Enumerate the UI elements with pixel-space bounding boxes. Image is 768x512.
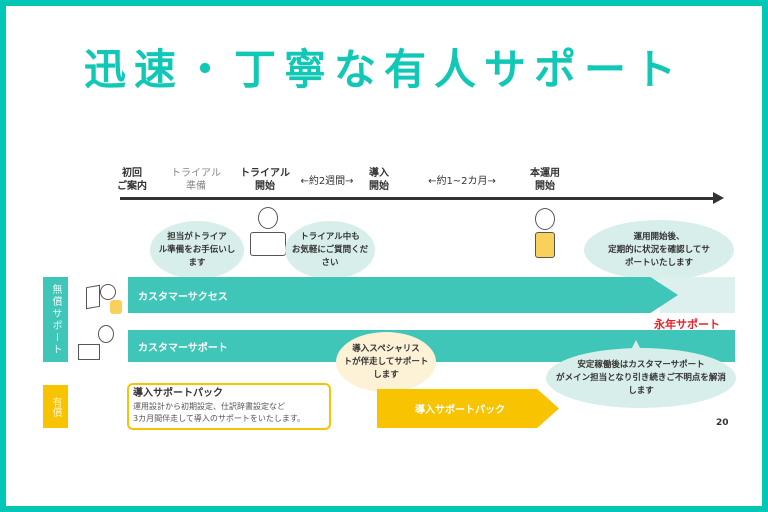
staff-body-icon <box>110 300 122 314</box>
bubble-text: トライアル中も お気軽にご質問くだ さい <box>291 231 369 268</box>
staff-illustration-icon <box>100 284 116 300</box>
timeline-first-guidance: 初回ご案内 <box>117 167 147 193</box>
bubble-stable: 安定稼働後はカスタマーサポート がメイン担当となり引き続きご不明点を解消 します <box>546 340 736 408</box>
timeline-duration-2weeks: ←約2週間→ <box>300 176 354 187</box>
bubble-text: 運用開始後、 定期的に状況を確認してサ ポートいたします <box>608 231 710 268</box>
bubble-text: 安定稼働後はカスタマーサポート がメイン担当となり引き続きご不明点を解消 します <box>556 359 726 396</box>
page-title: 迅速・丁寧な有人サポート <box>83 45 684 94</box>
customer-success-bar: カスタマーサクセス <box>128 277 678 313</box>
forever-support-label: 永年サポート <box>654 318 720 331</box>
timeline-arrowhead <box>713 192 724 204</box>
laptop-icon <box>78 344 100 360</box>
paid-support-label: 有償 <box>43 385 68 428</box>
monitor-icon <box>86 284 100 310</box>
free-support-label: 無償サポート <box>43 277 68 362</box>
label-line: 準備 <box>186 181 206 192</box>
label-line: ご案内 <box>117 181 147 192</box>
bubble-trial-prep: 担当がトライア ル準備をお手伝いし ます <box>150 221 244 287</box>
label-line: 開始 <box>255 181 275 192</box>
onboarding-pack-bar: 導入サポートパック <box>377 389 559 428</box>
bubble-text: 担当がトライア ル準備をお手伝いし ます <box>158 231 236 268</box>
page-number: 20 <box>716 418 729 428</box>
pack-line: 運用設計から初期設定、仕訳辞書設定など <box>133 402 285 411</box>
bubble-specialist: 導入スペシャリス トが伴走してサポート します <box>336 332 436 401</box>
timeline-production-start: 本運用開始 <box>530 167 560 193</box>
label-line: トライアル <box>240 168 290 179</box>
label-line: トライアル <box>171 168 221 179</box>
bubble-trial-mid: トライアル中も お気軽にご質問くだ さい <box>285 221 375 287</box>
bar-label: カスタマーサクセス <box>138 291 228 303</box>
timeline-onboarding-start: 導入開始 <box>369 167 389 193</box>
pack-heading: 導入サポートパック <box>133 388 223 399</box>
timeline-trial-prep: トライアル準備 <box>171 167 221 193</box>
staff-illustration-icon <box>535 208 555 230</box>
pack-line: 3カ月間伴走して導入のサポートをいたします。 <box>133 414 306 423</box>
label-line: 導入 <box>369 168 389 179</box>
label-line: 開始 <box>535 181 555 192</box>
timeline-trial-start: トライアル開始 <box>240 167 290 193</box>
timeline-arrow <box>120 197 716 200</box>
timeline-duration-months: ←約1~2カ月→ <box>428 176 496 187</box>
bar-label: 導入サポートパック <box>415 405 505 416</box>
bubble-text: 導入スペシャリス トが伴走してサポート します <box>343 343 429 380</box>
staff-illustration-icon <box>258 207 278 229</box>
onboarding-pack-description: 導入サポートパック 運用設計から初期設定、仕訳辞書設定など 3カ月間伴走して導入… <box>127 383 331 430</box>
support-operator-icon <box>98 325 114 343</box>
laptop-icon <box>250 232 286 256</box>
bar-label: カスタマーサポート <box>138 342 228 354</box>
staff-vest-icon <box>535 232 555 258</box>
label-line: 本運用 <box>530 168 560 179</box>
label-line: 初回 <box>122 168 142 179</box>
bubble-after-launch: 運用開始後、 定期的に状況を確認してサ ポートいたします <box>584 220 734 288</box>
label-line: 開始 <box>369 181 389 192</box>
